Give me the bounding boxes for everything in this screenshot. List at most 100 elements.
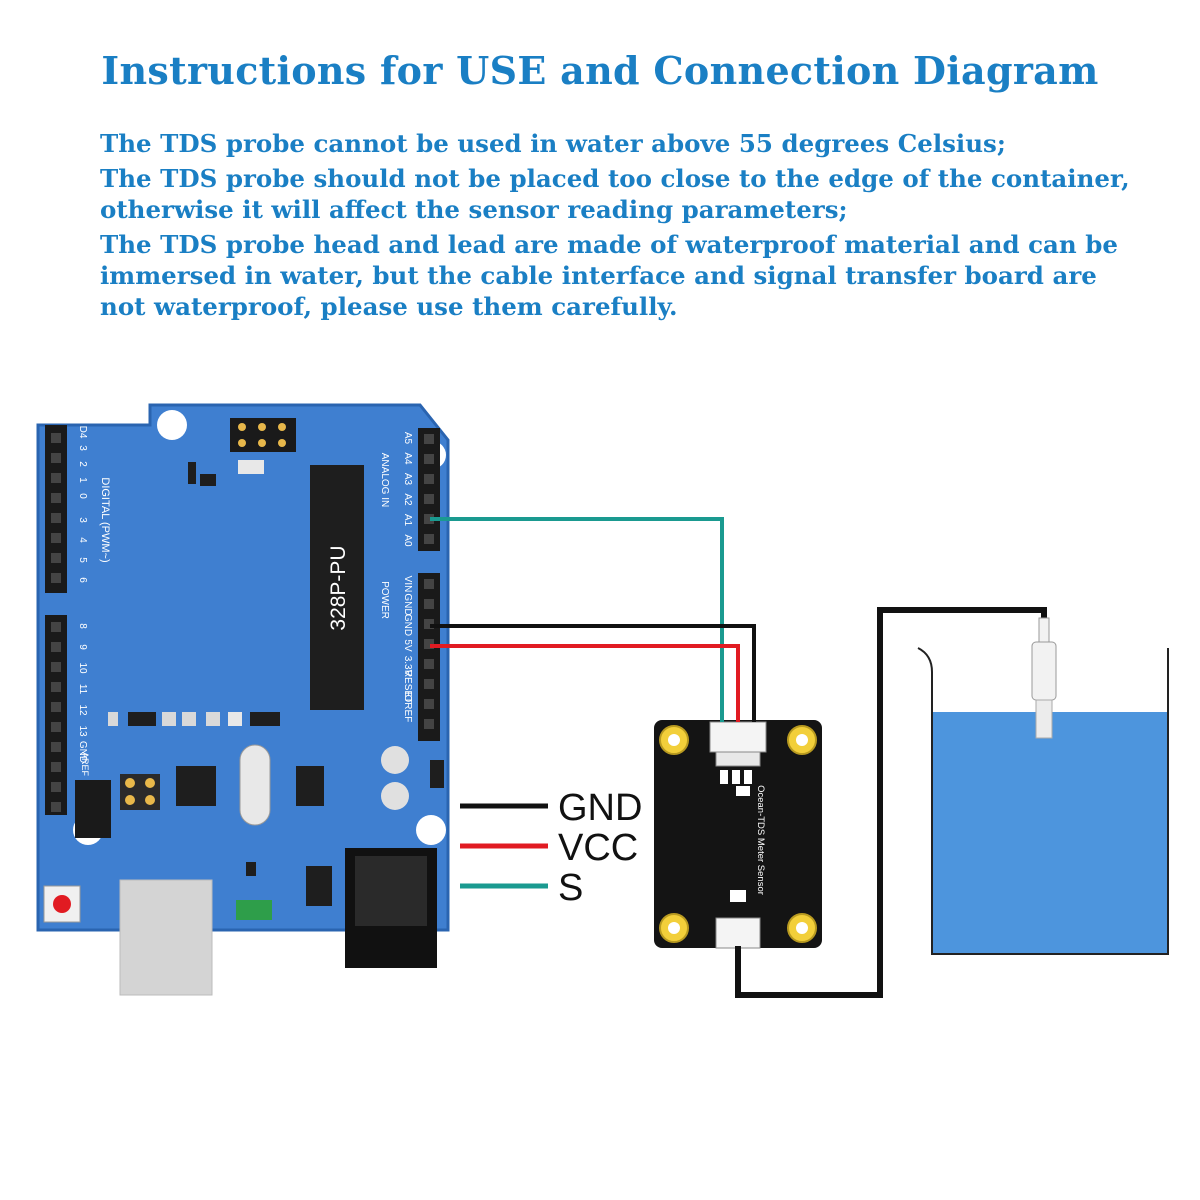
smd-part — [200, 474, 216, 486]
digital-label: DIGITAL (PWM~) — [99, 477, 111, 562]
pin-label: IOREF — [402, 692, 413, 723]
pin-label: 3 — [77, 445, 88, 451]
pin-label: 1 — [77, 477, 88, 483]
signal-wire — [430, 517, 724, 722]
analog-label: ANALOG IN — [379, 453, 390, 507]
header-pin — [51, 433, 61, 443]
pin-label: 3.3V — [402, 656, 413, 677]
chip-label: 328P-PU — [327, 545, 350, 630]
header-pin — [51, 662, 61, 672]
pin-label: 5V — [402, 639, 413, 652]
icsp2-header — [75, 780, 111, 838]
tds-probe — [1031, 617, 1057, 739]
pin-label: A5 — [402, 432, 413, 445]
pin-label: 5 — [77, 557, 88, 563]
power-header — [418, 573, 440, 741]
arduino-board: 328P-PU DIGITAL (PWM~) ANALOG IN POWER A… — [36, 403, 450, 996]
header-pin — [51, 473, 61, 483]
capacitor — [381, 782, 409, 810]
regulator-2 — [306, 866, 332, 906]
legend-label-vcc: VCC — [558, 827, 638, 869]
reset-button-cap — [53, 895, 71, 913]
header-pin — [51, 762, 61, 772]
jumper-pads — [120, 774, 160, 810]
smd-part — [188, 462, 196, 484]
pin-label: A3 — [402, 473, 413, 486]
header-pin — [51, 622, 61, 632]
pin-label: 0 — [77, 493, 88, 499]
pin-label: 13 — [77, 725, 88, 737]
mounting-hole — [416, 815, 446, 845]
pin-label: 2 — [77, 461, 88, 467]
capacitor — [381, 746, 409, 774]
mounting-hole — [157, 410, 187, 440]
usb-chip — [176, 766, 216, 806]
pin-label: 11 — [77, 684, 88, 695]
smd-part — [246, 862, 256, 876]
water-container — [917, 647, 1169, 955]
header-pin — [424, 514, 434, 524]
resistor-row — [108, 712, 280, 726]
header-pin — [424, 699, 434, 709]
instruction-notes: The TDS probe cannot be used in water ab… — [100, 128, 1140, 326]
power-led — [236, 900, 272, 920]
pin-label: 10 — [77, 662, 88, 674]
header-pin — [51, 513, 61, 523]
pin-label: 6 — [77, 577, 88, 583]
header-pin — [51, 553, 61, 563]
pin-label: A0 — [402, 534, 413, 547]
pin-label: A1 — [402, 514, 413, 527]
header-pin — [51, 742, 61, 752]
smd-part — [238, 460, 264, 474]
usb-port — [119, 879, 213, 996]
header-pin — [51, 642, 61, 652]
header-pin — [424, 619, 434, 629]
pin-label: GND — [77, 741, 88, 763]
header-pin — [51, 782, 61, 792]
header-pin — [424, 474, 434, 484]
header-pin — [51, 682, 61, 692]
regulator — [296, 766, 324, 806]
page-title: Instructions for USE and Connection Diag… — [101, 48, 1099, 93]
header-pin — [51, 573, 61, 583]
header-pin — [424, 659, 434, 669]
probe-cable — [735, 607, 1047, 998]
pin-label: 9 — [77, 644, 88, 650]
tds-sensor-board: Ocean-TDS Meter Sensor — [654, 720, 822, 949]
note-2: The TDS probe should not be placed too c… — [100, 164, 1130, 224]
header-pin — [424, 434, 434, 444]
pin-label: GND — [402, 614, 413, 636]
pin-label: 3 — [77, 517, 88, 523]
pin-label: 12 — [77, 704, 88, 716]
pin-label: A2 — [402, 493, 413, 506]
header-pin — [424, 579, 434, 589]
vcc-wire — [430, 644, 740, 722]
pin-label: A4 — [402, 452, 413, 465]
crystal — [239, 744, 271, 826]
legend-label-gnd: GND — [558, 787, 642, 829]
sensor-input-connector — [709, 721, 767, 753]
pin-label: VIN — [402, 576, 413, 593]
diode — [430, 760, 444, 788]
header-pin — [51, 493, 61, 503]
header-pin — [51, 453, 61, 463]
header-pin — [51, 802, 61, 812]
header-pin — [424, 494, 434, 504]
header-pin — [51, 533, 61, 543]
gnd-wire — [430, 624, 756, 722]
header-pin — [424, 599, 434, 609]
header-pin — [51, 722, 61, 732]
sensor-probe-connector — [715, 917, 761, 949]
pin-label: D4 — [77, 426, 88, 439]
note-1: The TDS probe cannot be used in water ab… — [100, 129, 1006, 158]
water — [932, 712, 1168, 954]
note-3: The TDS probe head and lead are made of … — [100, 230, 1118, 321]
aref-label: AREF — [80, 752, 90, 777]
pin-label: 8 — [77, 623, 88, 629]
pin-label: RESET — [402, 670, 413, 703]
header-pin — [424, 639, 434, 649]
legend-label-s: S — [558, 867, 583, 909]
digital-header-top — [45, 425, 67, 593]
